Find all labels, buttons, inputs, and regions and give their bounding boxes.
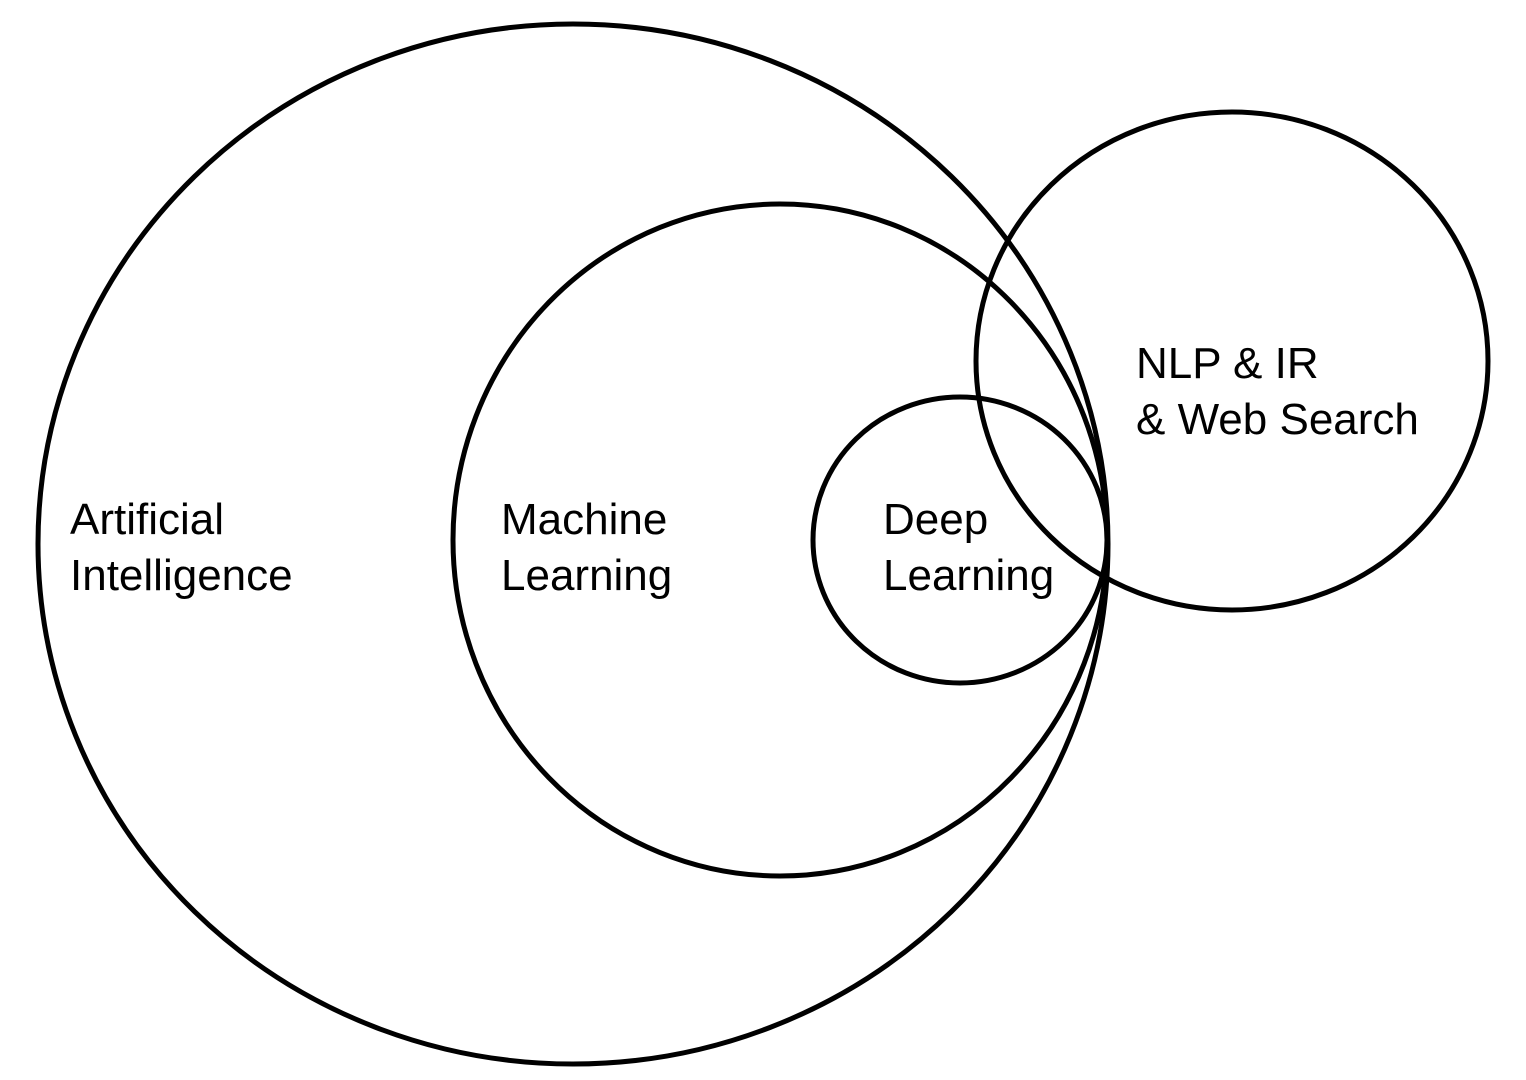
nlp-circle xyxy=(973,109,1491,613)
dl-label-line1: Deep xyxy=(883,495,988,544)
dl-label-line2: Learning xyxy=(883,551,1054,600)
ml-label-line2: Learning xyxy=(501,551,672,600)
ai-label-line1: Artificial xyxy=(70,495,224,544)
ai-label: Artificial Intelligence xyxy=(70,495,293,600)
dl-circle xyxy=(810,394,1110,686)
ml-label-line1: Machine xyxy=(501,495,667,544)
nlp-label: NLP & IR & Web Search xyxy=(1136,339,1419,444)
nlp-label-line1: NLP & IR xyxy=(1136,339,1319,388)
nlp-label-line2: & Web Search xyxy=(1136,395,1419,444)
ml-label: Machine Learning xyxy=(501,495,680,600)
dl-label: Deep Learning xyxy=(883,495,1054,600)
ai-label-line2: Intelligence xyxy=(70,551,293,600)
ai-circle xyxy=(35,21,1111,1067)
